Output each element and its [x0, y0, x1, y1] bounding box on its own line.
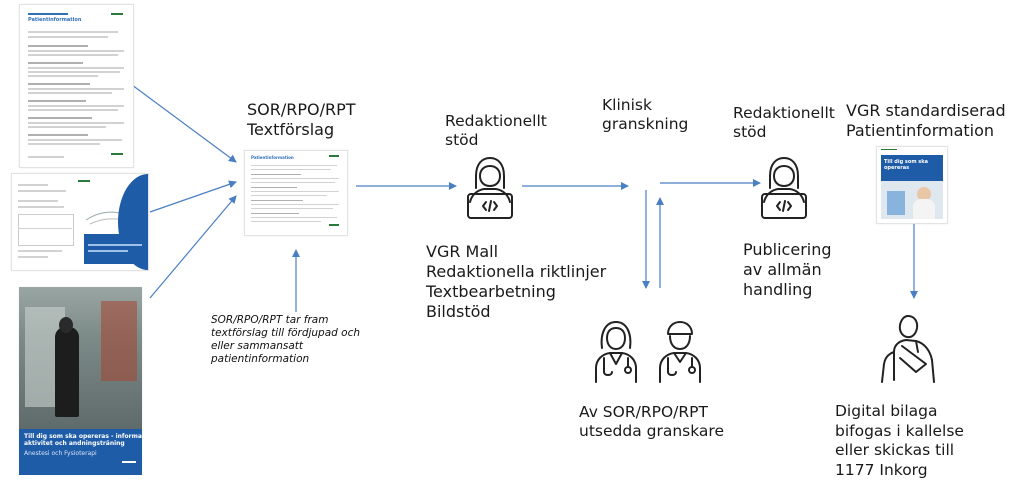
doc4-title: Patientinformation — [251, 155, 294, 160]
sor-note-label: SOR/RPO/RPT tar fram textförslag till fö… — [211, 314, 361, 365]
vgr-mall-label: VGR Mall Redaktionella riktlinjer Textbe… — [426, 242, 607, 321]
vgr-standardiserad-label: VGR standardiserad Patientinformation — [846, 101, 1006, 140]
arrow-doc1-to-sor — [127, 81, 237, 163]
developer-icon — [761, 157, 807, 219]
vgr-logo-icon — [111, 13, 123, 23]
arrow-doc3-to-sor — [149, 195, 237, 299]
source-document-2 — [11, 173, 149, 271]
redaktionellt-stod-label-2: Redaktionellt stöd — [733, 104, 835, 141]
doc3-cover-subtitle: Anestesi och Fysioterapi — [24, 450, 97, 457]
sor-textforslag-document: Patientinformation — [244, 150, 348, 236]
redaktionellt-stod-label-1: Redaktionellt stöd — [445, 112, 547, 149]
sor-title-label: SOR/RPO/RPT Textförslag — [247, 100, 356, 139]
source-document-1: Patientinformation — [19, 4, 134, 168]
doc3-cover-title: Till dig som ska opereras - information … — [24, 433, 142, 447]
arrow-doc2-to-sor — [149, 180, 237, 213]
vgr-cover-title: Till dig som ska opereras — [884, 159, 928, 171]
vgr-patientinformation-cover: Till dig som ska opereras — [876, 146, 948, 224]
publicering-label: Publicering av allmän handling — [743, 240, 832, 299]
granskare-label: Av SOR/RPO/RPT utsedda granskare — [579, 403, 724, 440]
doc1-title: Patientinformation — [28, 17, 82, 23]
digital-bilaga-label: Digital bilaga bifogas i kallelse eller … — [835, 402, 964, 479]
klinisk-granskning-label: Klinisk granskning — [602, 96, 689, 133]
source-document-3: Till dig som ska opereras - information … — [19, 287, 142, 475]
patient-icon — [881, 315, 935, 383]
developer-icon — [467, 157, 513, 219]
male-doctor-icon — [659, 321, 701, 383]
female-doctor-icon — [595, 321, 637, 383]
